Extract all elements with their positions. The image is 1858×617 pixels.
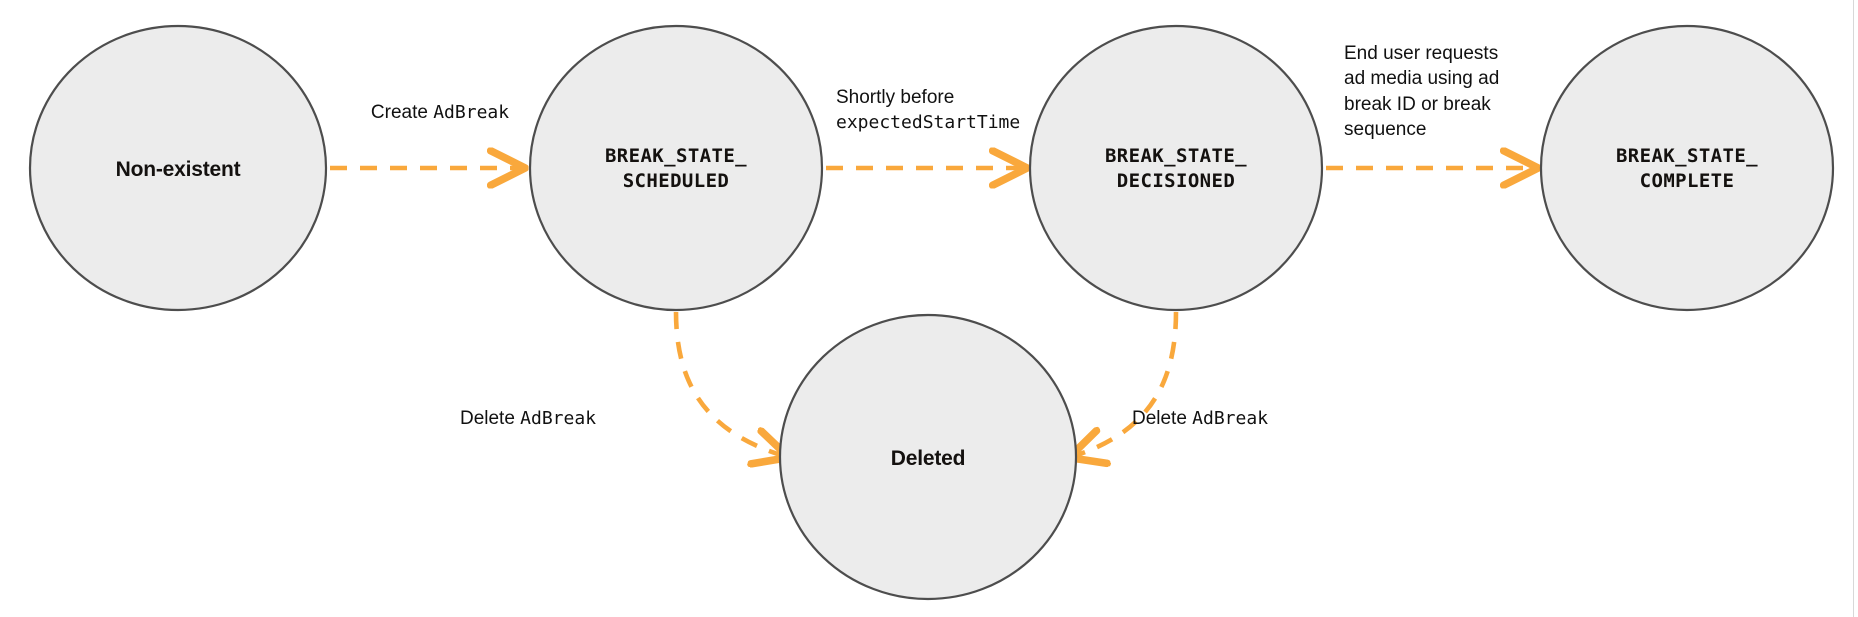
node-break-state-complete[interactable] [1539,24,1835,312]
edge-delete-adbreak-decisioned [1074,311,1179,456]
right-edge-divider [1853,0,1854,617]
node-break-state-decisioned[interactable] [1028,24,1324,312]
node-break-state-scheduled[interactable] [528,24,824,312]
edge-path-delete-adbreak-scheduled [673,311,784,456]
node-deleted[interactable] [778,313,1078,601]
edge-path-delete-adbreak-decisioned [1074,311,1179,456]
node-non-existent[interactable] [28,24,328,312]
edge-delete-adbreak-scheduled [673,311,784,456]
